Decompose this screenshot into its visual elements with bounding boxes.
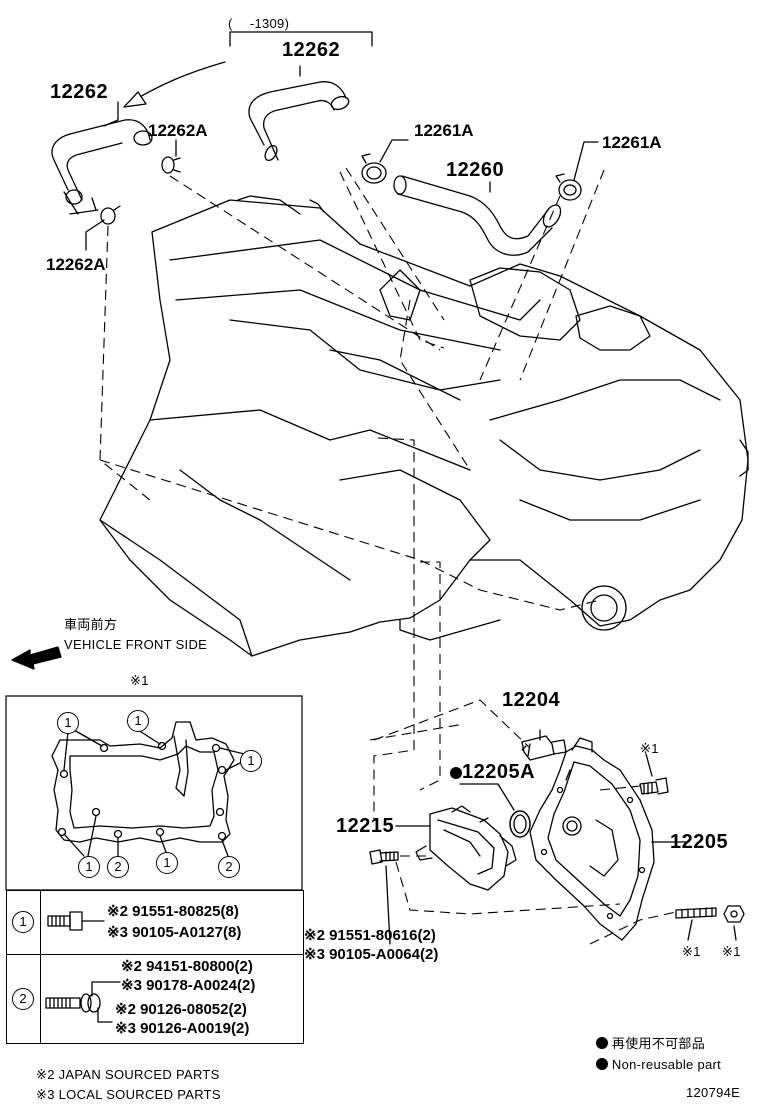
part-number-12262-left[interactable]: 12262 — [50, 81, 109, 103]
part-number-12205A[interactable]: 12205A — [450, 762, 535, 782]
inset-marker-2: 2 — [107, 856, 129, 878]
inset-frame — [5, 695, 303, 891]
bolt-top-right — [639, 777, 669, 795]
non-reusable-dot — [450, 767, 462, 779]
legend-dot — [596, 1037, 608, 1049]
inset-marker-1: 1 — [78, 856, 100, 878]
figure-id: 120794E — [686, 1085, 741, 1100]
bolt-callout-line2[interactable]: ※3 90105-A0064(2) — [304, 946, 439, 963]
legend-dot — [596, 1058, 608, 1070]
legend-bolt-2-drawing — [45, 981, 121, 1023]
legend-row1-line2[interactable]: ※3 90105-A0127(8) — [107, 924, 242, 941]
hose-12260 — [393, 175, 562, 256]
part-number-12205[interactable]: 12205 — [670, 831, 729, 853]
part-number-12260[interactable]: 12260 — [446, 159, 505, 181]
legend-row1-line1[interactable]: ※2 91551-80825(8) — [107, 903, 239, 920]
clamp-12262A-lower — [100, 205, 121, 225]
legend-index-2: 2 — [12, 988, 34, 1010]
part-number-12261A-right[interactable]: 12261A — [602, 133, 662, 152]
bolt-91551-80616 — [369, 849, 399, 865]
clamp-12261A-right — [555, 173, 582, 201]
stud-bottom-right — [675, 907, 717, 919]
clamp-12261A-left — [361, 153, 387, 184]
vehicle-front-jp: 車両前方 — [64, 617, 118, 632]
date-bracket — [229, 31, 373, 47]
footnote-japan-sourced: ※2 JAPAN SOURCED PARTS — [36, 1067, 220, 1082]
legend-row-1: 1 ※2 91551-80825(8) ※3 90105-A0127(8) — [7, 890, 303, 954]
inset-marker-1: 1 — [240, 750, 262, 772]
part-number-12215[interactable]: 12215 — [336, 815, 395, 837]
legend-index-1: 1 — [12, 911, 34, 933]
inset-marker-1: 1 — [57, 712, 79, 734]
nut-bottom-right — [723, 905, 745, 923]
clamp-12262A-upper — [161, 156, 181, 174]
hose-12262-top — [248, 81, 350, 162]
part-number-12261A-left[interactable]: 12261A — [414, 121, 474, 140]
part-number-12204[interactable]: 12204 — [502, 689, 561, 711]
fastener-legend-table: 1 ※2 91551-80825(8) ※3 90105-A0127(8) 2 … — [6, 890, 304, 1044]
part-number-12262A-lower[interactable]: 12262A — [46, 255, 106, 274]
hose-12262-left — [51, 119, 153, 215]
inset-marker-1: 1 — [156, 852, 178, 874]
inset-marker-1: 1 — [127, 710, 149, 732]
part-12205A-oring — [509, 810, 531, 838]
legend-bolt-1-drawing — [47, 911, 105, 931]
non-reusable-legend-en: Non-reusable part — [596, 1058, 721, 1071]
non-reusable-legend-jp: 再使用不可部品 — [596, 1037, 705, 1050]
legend-row2-line1[interactable]: ※2 94151-80800(2) — [121, 958, 253, 975]
inset-gasket-outline — [51, 721, 247, 857]
legend-row2-line4[interactable]: ※3 90126-A0019(2) — [115, 1020, 250, 1037]
vehicle-front-en: VEHICLE FRONT SIDE — [64, 637, 208, 652]
part-number-12262-top[interactable]: 12262 — [282, 39, 341, 61]
engine-block-outline — [99, 195, 749, 657]
part-12215-separator — [415, 805, 517, 891]
ref-mark-stud: ※1 — [682, 944, 701, 959]
ref-mark-nut: ※1 — [722, 944, 741, 959]
footnote-local-sourced: ※3 LOCAL SOURCED PARTS — [36, 1087, 221, 1102]
legend-row2-line3[interactable]: ※2 90126-08052(2) — [115, 1001, 247, 1018]
ref-mark-top-right: ※1 — [640, 741, 659, 756]
part-12205-cover — [529, 737, 655, 941]
bolt-callout-line1[interactable]: ※2 91551-80616(2) — [304, 927, 436, 944]
part-12204-fitting — [521, 735, 567, 761]
part-number-12262A-upper[interactable]: 12262A — [148, 121, 208, 140]
inset-ref-mark: ※1 — [130, 673, 149, 688]
legend-row2-line2[interactable]: ※3 90178-A0024(2) — [121, 977, 256, 994]
inset-marker-2: 2 — [218, 856, 240, 878]
legend-row-2: 2 ※2 94151-80800(2) ※3 90178-A0024(2) ※2… — [7, 954, 303, 1043]
vehicle-front-arrow — [11, 646, 62, 670]
date-range-label: ( -1309) — [228, 16, 290, 31]
